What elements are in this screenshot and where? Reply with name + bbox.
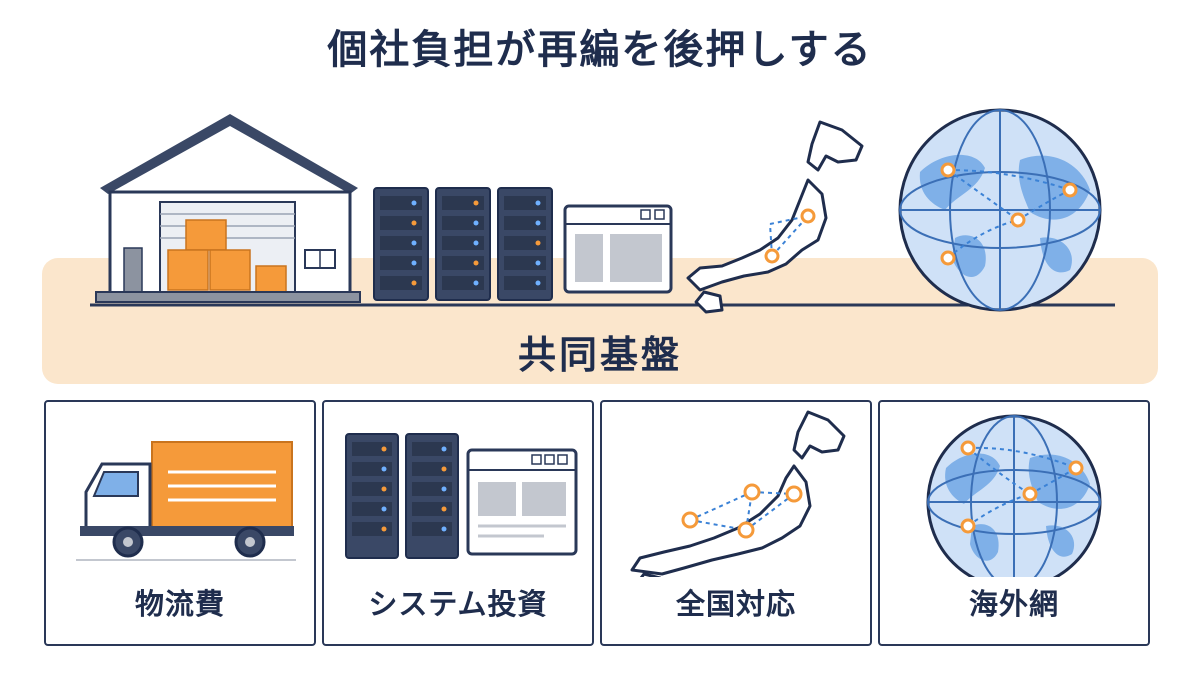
- truck-icon: [76, 441, 296, 561]
- box: [167, 249, 209, 291]
- card-overseas: 海外網: [878, 400, 1150, 646]
- card-label: システム投資: [368, 587, 548, 621]
- card-label: 全国対応: [675, 587, 796, 621]
- location-pin: [681, 483, 803, 539]
- browser-window-icon: [563, 204, 673, 294]
- server-icon: [345, 433, 578, 559]
- japan-map-icon: [686, 120, 864, 314]
- page-title: 個社負担が再編を後押しする: [327, 27, 873, 73]
- globe-icon: [926, 414, 1102, 577]
- card-label: 物流費: [134, 587, 225, 621]
- location-pin: [940, 162, 1078, 266]
- location-pin: [764, 208, 816, 264]
- japan-map-icon: [630, 410, 846, 577]
- card-nationwide: 全国対応: [600, 400, 872, 646]
- top-illustration: [90, 108, 1115, 314]
- warehouse-icon: [95, 114, 361, 303]
- foundation-label: 共同基盤: [517, 333, 682, 377]
- card-system-investment: システム投資: [322, 400, 594, 646]
- server-rack-icon: [435, 187, 491, 301]
- box: [255, 265, 287, 293]
- box: [185, 219, 227, 251]
- server-rack-icon: [373, 187, 429, 301]
- card-label: 海外網: [968, 587, 1059, 621]
- server-rack-icon: [497, 187, 553, 301]
- card-logistics: 物流費: [44, 400, 316, 646]
- box: [209, 249, 251, 291]
- location-pin: [960, 440, 1084, 534]
- globe-icon: [898, 108, 1102, 312]
